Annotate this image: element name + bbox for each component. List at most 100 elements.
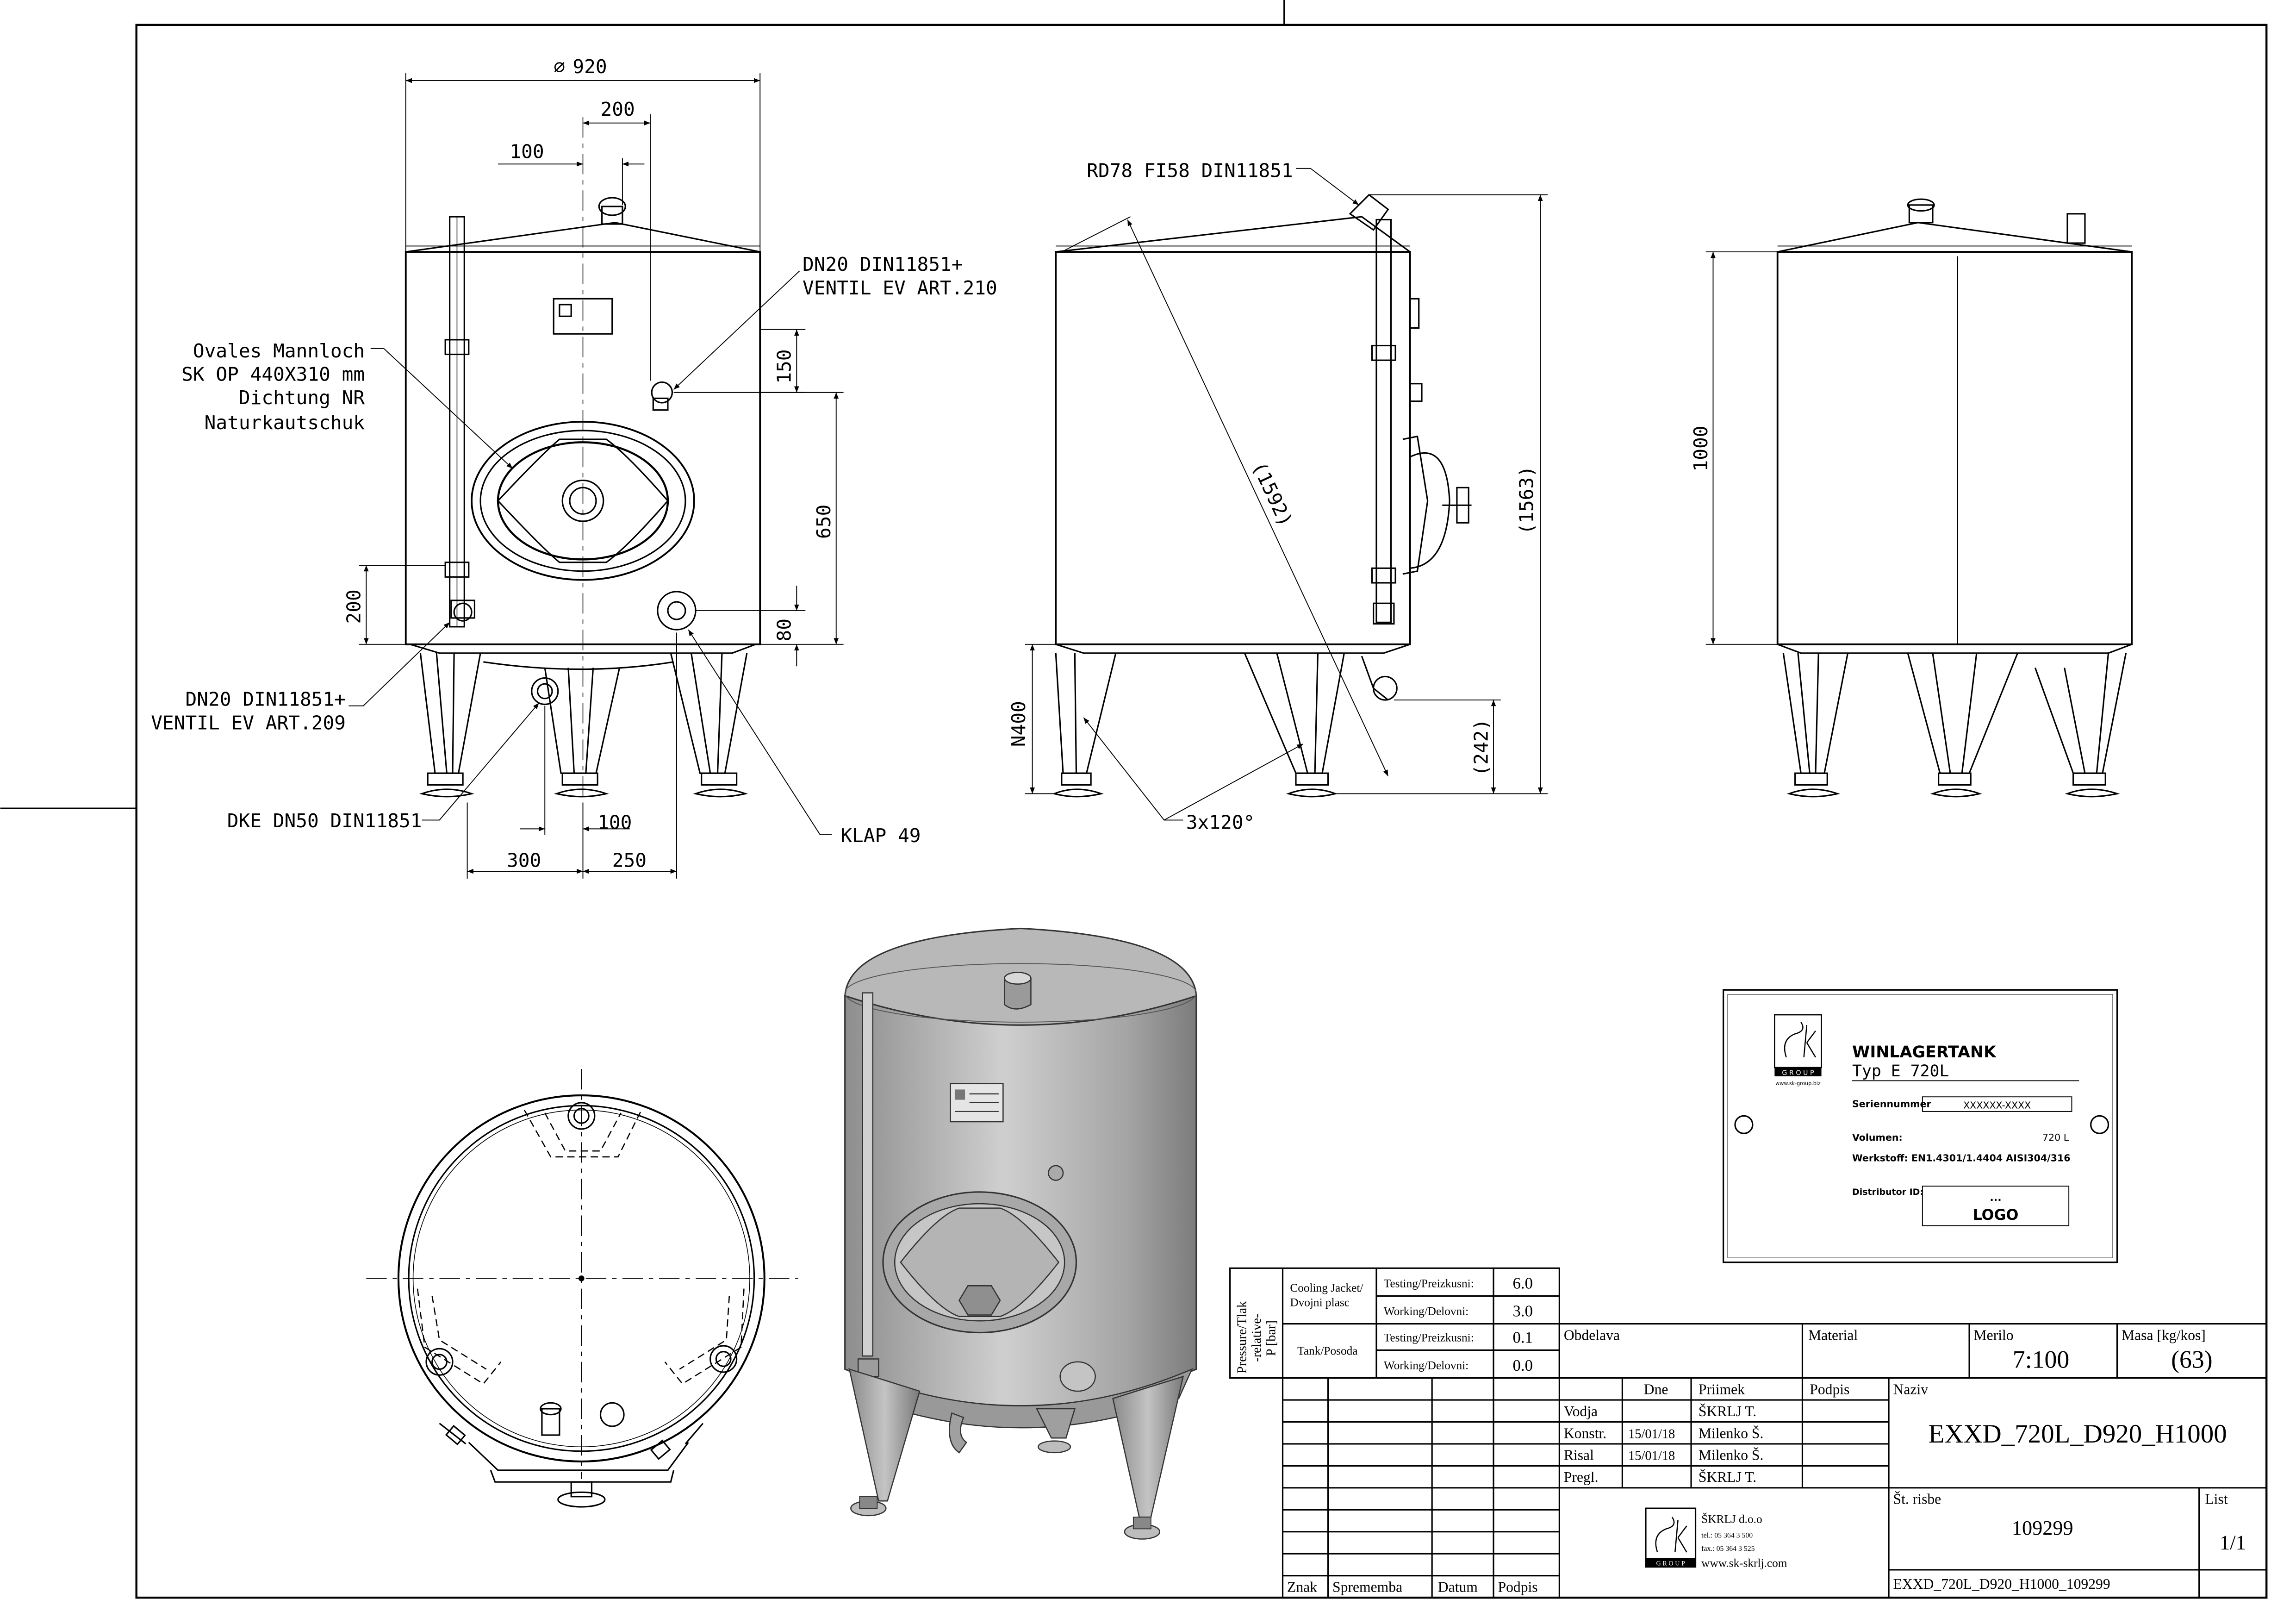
- rear-view: [1776, 198, 2133, 798]
- pressure-tank-working-value: 0.0: [1513, 1356, 1533, 1374]
- tb-row-pregl-name: ŠKRLJ T.: [1699, 1469, 1756, 1485]
- pressure-tank-label: Tank/Posoda: [1297, 1344, 1357, 1357]
- pressure-table: [1229, 1267, 1560, 1379]
- dim-diagonal-1592: (1592): [1248, 458, 1297, 530]
- tb-row-risal-role: Risal: [1564, 1447, 1594, 1463]
- rear-view-dimensions: [1705, 251, 1778, 645]
- pressure-cooling-testing-value: 6.0: [1513, 1274, 1533, 1293]
- dim-100-top: 100: [510, 141, 544, 163]
- dim-leg-242: (242): [1470, 719, 1492, 776]
- callout-klap: KLAP 49: [840, 824, 921, 847]
- tb-footer-podpis: Podpis: [1498, 1579, 1538, 1595]
- tb-row-vodja-name: ŠKRLJ T.: [1699, 1403, 1756, 1419]
- dim-150: 150: [773, 350, 796, 384]
- tb-row-vodja-role: Vodja: [1564, 1403, 1598, 1419]
- tb-row-konstr-date: 15/01/18: [1628, 1427, 1675, 1441]
- tb-material: Material: [1808, 1327, 1858, 1343]
- pressure-table-text: Pressure/Tlak -relative- P [bar] Cooling…: [1235, 1274, 1533, 1374]
- callout-manhole-line4: Naturkautschuk: [205, 412, 365, 434]
- tb-st-risbe-label: Št. risbe: [1893, 1491, 1941, 1507]
- dim-80: 80: [773, 618, 796, 642]
- callout-manhole-line3: Dichtung NR: [239, 387, 365, 409]
- tb-footer-sprememba: Sprememba: [1332, 1579, 1402, 1595]
- pressure-cooling-label-1: Cooling Jacket/: [1290, 1281, 1363, 1294]
- tb-drawing-code: EXXD_720L_D920_H1000_109299: [1893, 1576, 2110, 1592]
- callout-dn20-top-line1: DN20 DIN11851+: [803, 253, 963, 275]
- nameplate-serial-label: Seriennummer: [1852, 1098, 1931, 1109]
- tb-naziv-value: EXXD_720L_D920_H1000: [1929, 1419, 2227, 1449]
- nameplate-group-text: G R O U P: [1782, 1069, 1814, 1077]
- nameplate-rivet-right: [2090, 1115, 2109, 1134]
- tb-company-tel: tel.: 05 364 3 500: [1701, 1531, 1753, 1539]
- pressure-side-label-3: P [bar]: [1264, 1320, 1279, 1356]
- tb-company-name: ŠKRLJ d.o.o: [1701, 1512, 1762, 1526]
- dim-100-bottom: 100: [597, 811, 632, 833]
- pressure-tank-testing-value: 0.1: [1513, 1329, 1533, 1347]
- dim-diameter-920: 920: [572, 56, 607, 78]
- nameplate-website: www.sk-group.biz: [1775, 1081, 1821, 1087]
- callout-manhole-line1: Ovales Mannloch: [193, 340, 365, 362]
- tb-merilo-value: 7:100: [2013, 1345, 2069, 1373]
- tb-row-pregl-role: Pregl.: [1564, 1469, 1599, 1485]
- pressure-side-label-2: -relative-: [1250, 1314, 1264, 1362]
- front-view-dimension-text: ∅ 920 200 100 150 650 80 200 300 100 250…: [151, 56, 997, 871]
- dim-200-left: 200: [343, 589, 365, 624]
- pressure-cooling-working-value: 3.0: [1513, 1302, 1533, 1320]
- callout-manhole-line2: SK OP 440X310 mm: [181, 363, 365, 385]
- dim-650: 650: [813, 505, 835, 539]
- nameplate-type: Typ E 720L: [1852, 1062, 1949, 1081]
- tb-col-dne: Dne: [1644, 1381, 1668, 1397]
- nameplate-volume-label: Volumen:: [1852, 1132, 1903, 1143]
- tb-company-fax: fax.: 05 364 3 525: [1701, 1545, 1755, 1553]
- front-view: [404, 117, 761, 798]
- tb-merilo-label: Merilo: [1974, 1327, 2014, 1343]
- nameplate-material: Werkstoff: EN1.4301/1.4404 AISI304/316: [1852, 1152, 2071, 1163]
- tb-masa-value: (63): [2171, 1345, 2213, 1373]
- tb-company-logo-icon: [1655, 1517, 1687, 1553]
- front-view-dimensions: [348, 73, 844, 879]
- callout-dn20-bottom-line2: VENTIL EV ART.209: [151, 712, 346, 734]
- tb-masa-label: Masa [kg/kos]: [2122, 1327, 2206, 1343]
- pressure-tank-testing-label: Testing/Preizkusni:: [1384, 1331, 1474, 1344]
- side-view-dimensions: [1025, 168, 1548, 821]
- tb-row-konstr-role: Konstr.: [1564, 1425, 1606, 1441]
- nameplate-serial-value: XXXXXX-XXXX: [1963, 1100, 2031, 1111]
- tb-row-risal-name: Milenko Š.: [1699, 1447, 1764, 1463]
- title-block: [1282, 1323, 2267, 1599]
- nameplate-distributor-dots: ...: [1990, 1192, 2001, 1204]
- nameplate: G R O U P www.sk-group.biz WINLAGERTANK …: [1723, 989, 2118, 1263]
- tb-logo-group: G R O U P: [1656, 1560, 1686, 1567]
- dim-legs-3x120: 3x120°: [1186, 811, 1255, 833]
- nameplate-title: WINLAGERTANK: [1852, 1043, 1997, 1062]
- dim-200-top: 200: [600, 98, 635, 120]
- isometric-3d-view: [844, 927, 1197, 1540]
- tb-footer-znak: Znak: [1287, 1579, 1317, 1595]
- tb-col-podpis: Podpis: [1810, 1381, 1849, 1397]
- pressure-cooling-label-2: Dvojni plasc: [1290, 1296, 1350, 1309]
- tb-company-web: www.sk-skrlj.com: [1701, 1557, 1787, 1570]
- callout-dn20-top-line2: VENTIL EV ART.210: [803, 277, 997, 299]
- nameplate-distributor-logo: LOGO: [1973, 1207, 2019, 1224]
- dim-250: 250: [612, 849, 647, 872]
- dim-300: 300: [507, 849, 541, 872]
- side-view-dimension-text: RD78 FI58 DIN11851 (1592) (1563) (242) N…: [1008, 160, 1538, 834]
- pressure-tank-working-label: Working/Delovni:: [1384, 1359, 1468, 1372]
- nameplate-distributor-label: Distributor ID:: [1852, 1187, 1923, 1197]
- dim-rear-height-1000: 1000: [1690, 426, 1712, 472]
- top-view: [366, 1069, 798, 1508]
- callout-rd78: RD78 FI58 DIN11851: [1087, 160, 1293, 182]
- tb-col-priimek: Priimek: [1699, 1381, 1745, 1397]
- pressure-side-label-1: Pressure/Tlak: [1235, 1301, 1249, 1374]
- nameplate-rivet-left: [1734, 1115, 1754, 1134]
- dim-height-1563: (1563): [1515, 466, 1537, 535]
- sheet-frame: [0, 0, 2268, 1599]
- tb-footer-datum: Datum: [1438, 1579, 1478, 1595]
- pressure-cooling-testing-label: Testing/Preizkusni:: [1384, 1277, 1474, 1290]
- tb-list-label: List: [2205, 1491, 2228, 1507]
- nameplate-volume-value: 720 L: [2042, 1132, 2069, 1143]
- tb-row-risal-date: 15/01/18: [1628, 1449, 1675, 1463]
- pressure-cooling-working-label: Working/Delovni:: [1384, 1305, 1468, 1318]
- dim-n400: N400: [1008, 701, 1030, 747]
- tb-st-risbe-value: 109299: [2012, 1517, 2073, 1539]
